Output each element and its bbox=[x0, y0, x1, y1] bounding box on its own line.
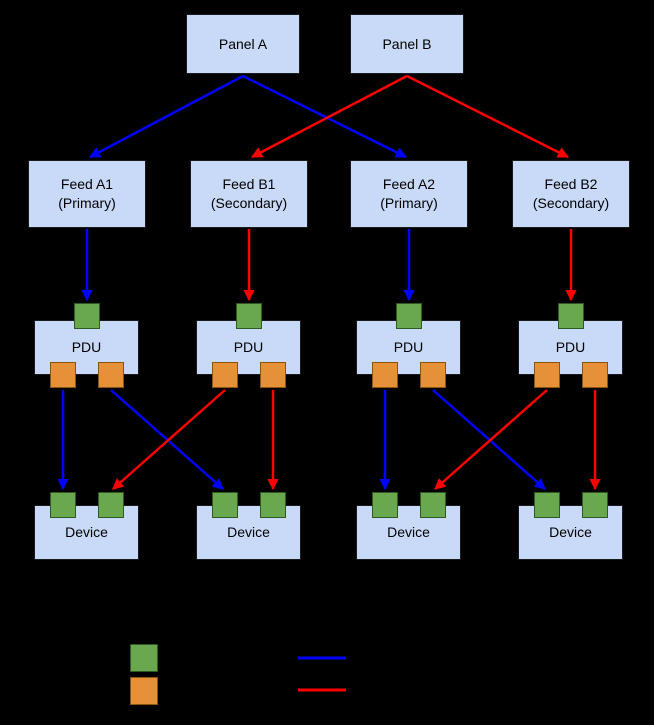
pdu-2-output-port-right bbox=[260, 362, 286, 388]
pdu-1-input-port bbox=[74, 303, 100, 329]
device-1-input-port-left bbox=[50, 492, 76, 518]
pdu-3-input-port bbox=[396, 303, 422, 329]
pdu-3-output-port-left bbox=[372, 362, 398, 388]
feed-b1-type: (Secondary) bbox=[210, 195, 288, 211]
pdu-3-label: PDU bbox=[393, 339, 424, 356]
arrow-panel-b-to-feed-b1 bbox=[251, 74, 408, 159]
panel-a-label: Panel A bbox=[218, 35, 268, 52]
feed-b2-box: Feed B2 (Secondary) bbox=[512, 160, 630, 228]
feed-b1-box: Feed B1 (Secondary) bbox=[190, 160, 308, 228]
pdu-2-output-port-left bbox=[212, 362, 238, 388]
device-2-input-port-left bbox=[212, 492, 238, 518]
arrow-pdu-3-to-device-4 bbox=[432, 389, 546, 490]
arrow-pdu-2-to-device-1 bbox=[112, 389, 226, 490]
legend-output-port-swatch bbox=[130, 677, 158, 705]
device-2-input-port-right bbox=[260, 492, 286, 518]
pdu-4-input-port bbox=[558, 303, 584, 329]
pdu-4-label: PDU bbox=[555, 339, 586, 356]
feed-b2-type: (Secondary) bbox=[532, 195, 610, 211]
pdu-4-output-port-right bbox=[582, 362, 608, 388]
feed-a1-type: (Primary) bbox=[58, 195, 116, 211]
device-3-label: Device bbox=[387, 524, 430, 541]
device-3-input-port-right bbox=[420, 492, 446, 518]
pdu-4-output-port-left bbox=[534, 362, 560, 388]
arrow-panel-a-to-feed-a2 bbox=[242, 74, 408, 159]
feed-b2-name: Feed B2 bbox=[544, 176, 598, 193]
pdu-3-output-port-right bbox=[420, 362, 446, 388]
legend-input-port-swatch bbox=[130, 644, 158, 672]
pdu-1-label: PDU bbox=[71, 339, 102, 356]
arrow-pdu-4-to-device-3 bbox=[434, 389, 548, 490]
arrow-pdu-1-to-device-2 bbox=[110, 389, 224, 490]
feed-a2-type: (Primary) bbox=[380, 195, 438, 211]
feed-a2-name: Feed A2 bbox=[382, 176, 436, 193]
feed-b1-name: Feed B1 bbox=[222, 176, 276, 193]
arrow-panel-a-to-feed-a1 bbox=[89, 74, 244, 159]
pdu-2-label: PDU bbox=[233, 339, 264, 356]
feed-a2-box: Feed A2 (Primary) bbox=[350, 160, 468, 228]
device-2-label: Device bbox=[227, 524, 270, 541]
pdu-1-output-port-left bbox=[50, 362, 76, 388]
device-4-input-port-right bbox=[582, 492, 608, 518]
pdu-1-output-port-right bbox=[98, 362, 124, 388]
device-3-input-port-left bbox=[372, 492, 398, 518]
pdu-2-input-port bbox=[236, 303, 262, 329]
panel-b-label: Panel B bbox=[382, 35, 432, 52]
device-4-label: Device bbox=[549, 524, 592, 541]
feed-a1-name: Feed A1 bbox=[60, 176, 114, 193]
device-1-label: Device bbox=[65, 524, 108, 541]
arrow-panel-b-to-feed-b2 bbox=[406, 74, 570, 159]
panel-a-box: Panel A bbox=[186, 14, 300, 74]
device-1-input-port-right bbox=[98, 492, 124, 518]
panel-b-box: Panel B bbox=[350, 14, 464, 74]
feed-a1-box: Feed A1 (Primary) bbox=[28, 160, 146, 228]
device-4-input-port-left bbox=[534, 492, 560, 518]
